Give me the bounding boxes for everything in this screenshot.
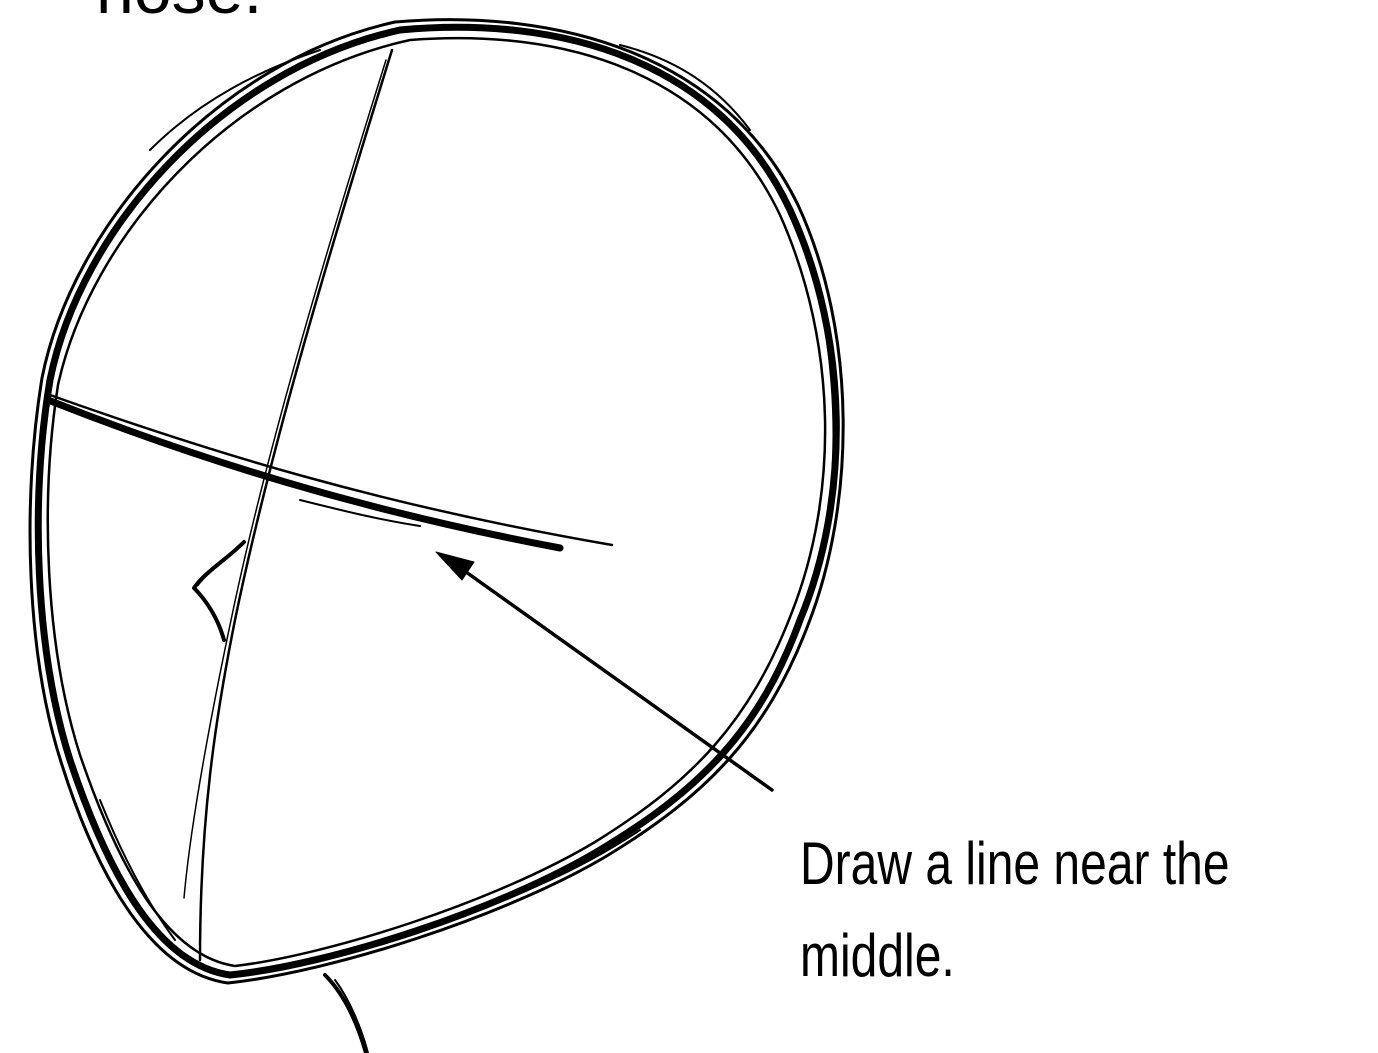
head-outline-pass-2 — [30, 20, 843, 983]
instruction-caption: Draw a line near the middle. — [800, 818, 1248, 1002]
head-outline — [38, 27, 836, 975]
pointer-arrow-shaft — [452, 562, 772, 790]
head-outline-pass-3 — [48, 38, 825, 966]
pointer-arrowhead — [436, 552, 474, 580]
neck-stroke — [325, 975, 366, 1053]
